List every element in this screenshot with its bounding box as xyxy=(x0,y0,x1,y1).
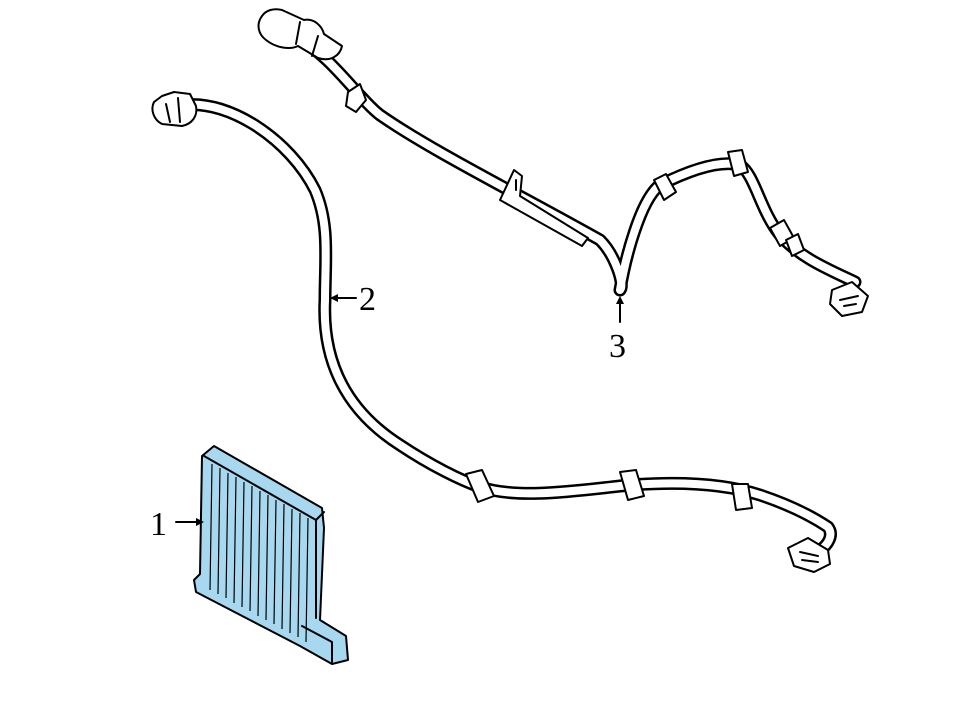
callout-label-2: 2 xyxy=(359,281,376,318)
callout-label-1: 1 xyxy=(150,506,167,543)
callout-arrow-2 xyxy=(330,294,357,302)
callout-arrow-3 xyxy=(616,296,624,323)
lower-hose-assembly xyxy=(151,91,837,573)
upper-hose-assembly xyxy=(257,8,869,317)
cooler-fins xyxy=(209,463,309,643)
callout-label-3: 3 xyxy=(609,328,626,365)
callout-arrow-1 xyxy=(175,518,204,526)
oil-cooler xyxy=(193,445,349,665)
